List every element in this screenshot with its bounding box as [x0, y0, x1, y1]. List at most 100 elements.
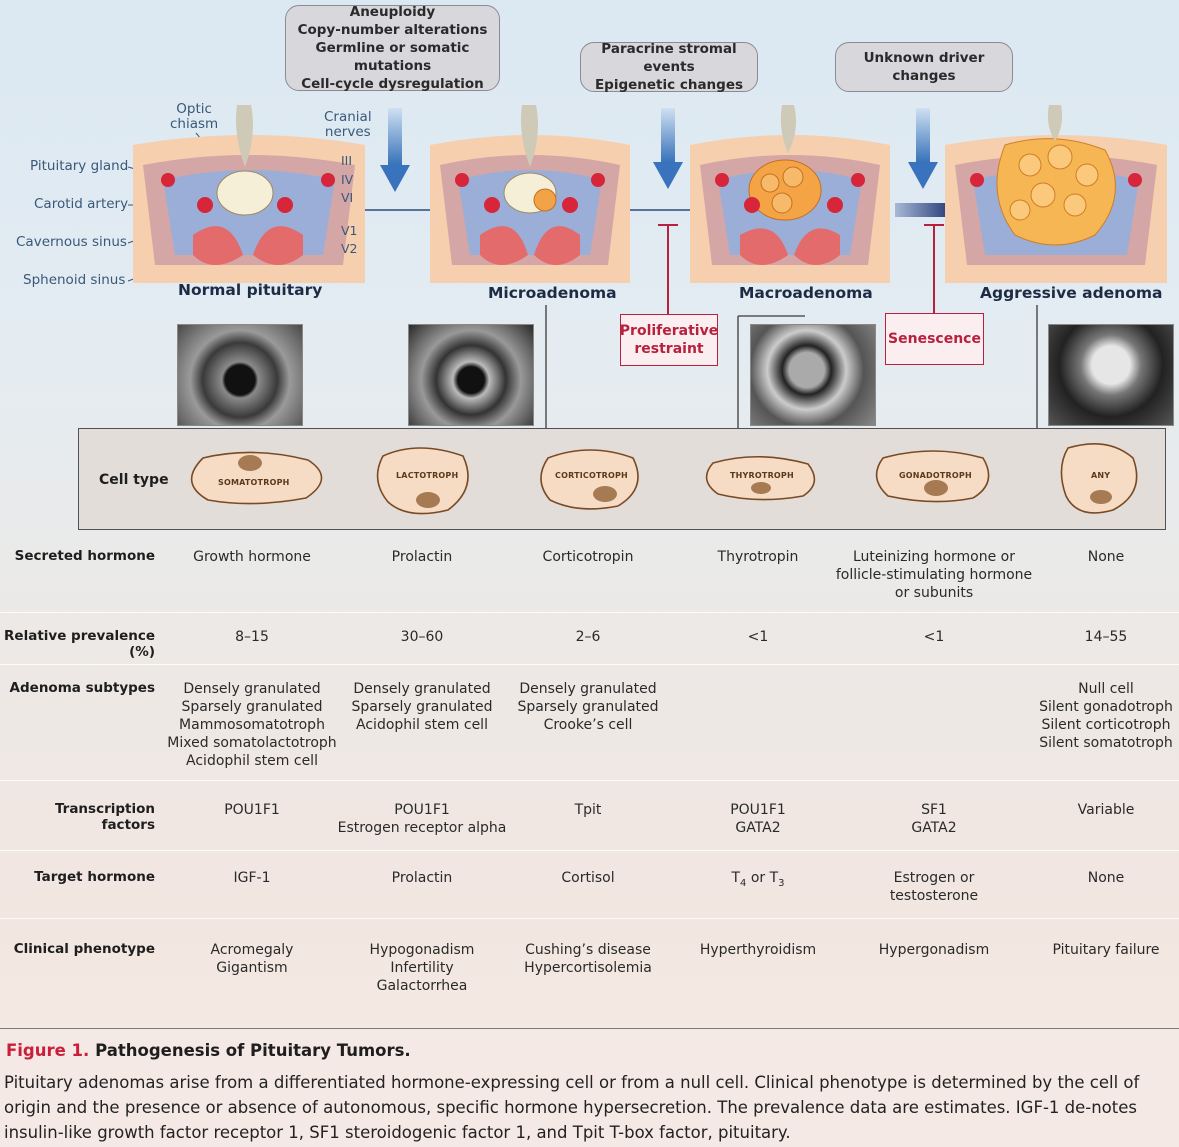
label-pituitary-gland: Pituitary gland — [30, 158, 129, 174]
cell-phenotype-gonadotroph: Hypergonadism — [878, 942, 990, 958]
driver-box-unknown: Unknown driver changes — [835, 42, 1013, 92]
inhibition-bar-proliferative — [658, 224, 678, 316]
nerve-label-iv: IV — [341, 172, 354, 187]
restraint-senescence: Senescence — [885, 313, 984, 365]
cell-secreted-somatotroph: Growth hormone — [193, 549, 311, 565]
label-line: Optic — [176, 101, 212, 117]
row-label-adenoma-subtypes: Adenoma subtypes — [9, 680, 155, 696]
cell-tf-thyrotroph: POU1F1 GATA2 — [730, 802, 786, 836]
driver-text: Cell-cycle dysregulation — [301, 76, 484, 92]
row-separator — [0, 664, 1179, 665]
cell-phenotype-somatotroph: Acromegaly Gigantism — [210, 942, 294, 976]
cell-target-lactotroph: Prolactin — [391, 870, 453, 886]
cell-tf-corticotroph: Tpit — [574, 802, 602, 818]
nerve-label-iii: III — [341, 153, 353, 168]
cell-subtypes-somatotroph: Densely granulated Sparsely granulated M… — [167, 681, 337, 769]
figure-label: Figure 1. — [6, 1041, 90, 1060]
cell-prevalence-lactotroph: 30–60 — [400, 629, 444, 645]
mri-microadenoma — [408, 324, 534, 426]
cell-tf-somatotroph: POU1F1 — [224, 802, 280, 818]
stage-aggressive-adenoma: Aggressive adenoma — [980, 284, 1163, 302]
label-line: chiasm — [170, 116, 219, 132]
cell-target-corticotroph: Cortisol — [561, 870, 615, 886]
cell-target-thyrotroph: T4 or T3 — [731, 870, 785, 889]
figure-title: Pathogenesis of Pituitary Tumors. — [95, 1041, 411, 1060]
row-separator — [0, 612, 1179, 613]
driver-text: Paracrine stromal events — [601, 41, 737, 75]
driver-text: Epigenetic changes — [594, 77, 744, 93]
nerve-label-v1: V1 — [341, 223, 358, 238]
cell-tf-gonadotroph: SF1 GATA2 — [911, 802, 957, 836]
cell-phenotype-any: Pituitary failure — [1052, 942, 1160, 958]
cell-lactotroph: LACTOTROPH — [396, 471, 459, 480]
label-line: Cranial — [324, 109, 372, 125]
cell-target-somatotroph: IGF-1 — [233, 870, 271, 886]
cell-target-any: None — [1087, 870, 1125, 886]
driver-text: Aneuploidy — [349, 4, 436, 20]
cell-secreted-corticotroph: Corticotropin — [542, 549, 634, 565]
cell-secreted-gonadotroph: Luteinizing hormone or follicle-stimulat… — [835, 549, 1033, 601]
driver-text: Germline or somatic mutations — [315, 40, 470, 74]
cell-corticotroph: CORTICOTROPH — [555, 471, 628, 480]
cell-subtypes-lactotroph: Densely granulated Sparsely granulated A… — [351, 681, 493, 733]
cell-somatotroph: SOMATOTROPH — [218, 478, 290, 487]
driver-text: Unknown driver changes — [863, 50, 985, 84]
cell-secreted-lactotroph: Prolactin — [391, 549, 453, 565]
down-arrow-3 — [908, 108, 938, 189]
row-separator — [0, 850, 1179, 851]
stage-microadenoma: Microadenoma — [488, 284, 617, 302]
restraint-text: Senescence — [888, 331, 981, 347]
label-line: nerves — [324, 124, 371, 140]
cell-phenotype-corticotroph: Cushing’s disease Hypercortisolemia — [524, 942, 652, 976]
mri-macroadenoma — [750, 324, 876, 426]
cell-secreted-any: None — [1087, 549, 1125, 565]
row-separator — [0, 918, 1179, 919]
cell-prevalence-thyrotroph: <1 — [747, 629, 769, 645]
restraint-text: Proliferative — [619, 323, 719, 339]
cell-prevalence-gonadotroph: <1 — [923, 629, 945, 645]
row-separator — [0, 780, 1179, 781]
cell-prevalence-corticotroph: 2–6 — [575, 629, 601, 645]
cell-thyrotroph: THYROTROPH — [730, 471, 794, 480]
row-label-clinical-phenotype: Clinical phenotype — [13, 941, 155, 957]
row-label-secreted-hormone: Secreted hormone — [14, 548, 155, 564]
cell-secreted-thyrotroph: Thyrotropin — [717, 549, 799, 565]
cell-any: ANY — [1091, 471, 1111, 480]
down-arrow-1 — [380, 108, 410, 192]
stage-normal-pituitary: Normal pituitary — [178, 281, 323, 299]
cell-target-gonadotroph: Estrogen or testosterone — [889, 870, 979, 904]
figure-caption: Figure 1. Pathogenesis of Pituitary Tumo… — [0, 1028, 1179, 1147]
label-sphenoid-sinus: Sphenoid sinus — [23, 272, 126, 288]
restraint-proliferative: Proliferative restraint — [620, 314, 718, 366]
driver-text: Copy-number alterations — [297, 22, 488, 38]
inhibition-bar-senescence — [924, 224, 944, 314]
restraint-text: restraint — [634, 341, 704, 357]
down-arrow-2 — [653, 108, 683, 189]
cell-subtypes-corticotroph: Densely granulated Sparsely granulated C… — [517, 681, 659, 733]
cell-prevalence-somatotroph: 8–15 — [235, 629, 269, 645]
mri-aggressive-adenoma — [1048, 324, 1174, 426]
cell-tf-any: Variable — [1077, 802, 1135, 818]
cell-type-label: Cell type — [99, 472, 169, 488]
label-cavernous-sinus: Cavernous sinus — [16, 234, 127, 250]
label-optic-chiasm: Optic chiasm — [170, 102, 218, 132]
row-label-target-hormone: Target hormone — [34, 869, 155, 885]
nerve-label-vi: VI — [341, 190, 354, 205]
nerve-label-v2: V2 — [341, 241, 358, 256]
mri-normal-pituitary — [177, 324, 303, 426]
driver-box-genetic: Aneuploidy Copy-number alterations Germl… — [285, 4, 500, 92]
cell-phenotype-thyrotroph: Hyperthyroidism — [699, 942, 817, 958]
row-label-relative-prevalence: Relative prevalence (%) — [4, 628, 155, 660]
caption-body: Pituitary adenomas arise from a differen… — [4, 1073, 1140, 1142]
caption-title: Figure 1. Pathogenesis of Pituitary Tumo… — [6, 1041, 411, 1060]
microadenoma-illustration — [430, 105, 630, 283]
driver-box-paracrine: Paracrine stromal events Epigenetic chan… — [580, 41, 758, 93]
label-carotid-artery: Carotid artery — [34, 196, 129, 212]
stage-macroadenoma: Macroadenoma — [739, 284, 873, 302]
normal-pituitary-illustration — [133, 105, 365, 283]
cell-gonadotroph: GONADOTROPH — [899, 471, 972, 480]
label-cranial-nerves: Cranial nerves — [324, 110, 372, 140]
cell-subtypes-any: Null cell Silent gonadotroph Silent cort… — [1039, 681, 1173, 751]
cell-phenotype-lactotroph: Hypogonadism Infertility Galactorrhea — [369, 942, 475, 994]
cell-tf-lactotroph: POU1F1 Estrogen receptor alpha — [337, 802, 507, 836]
